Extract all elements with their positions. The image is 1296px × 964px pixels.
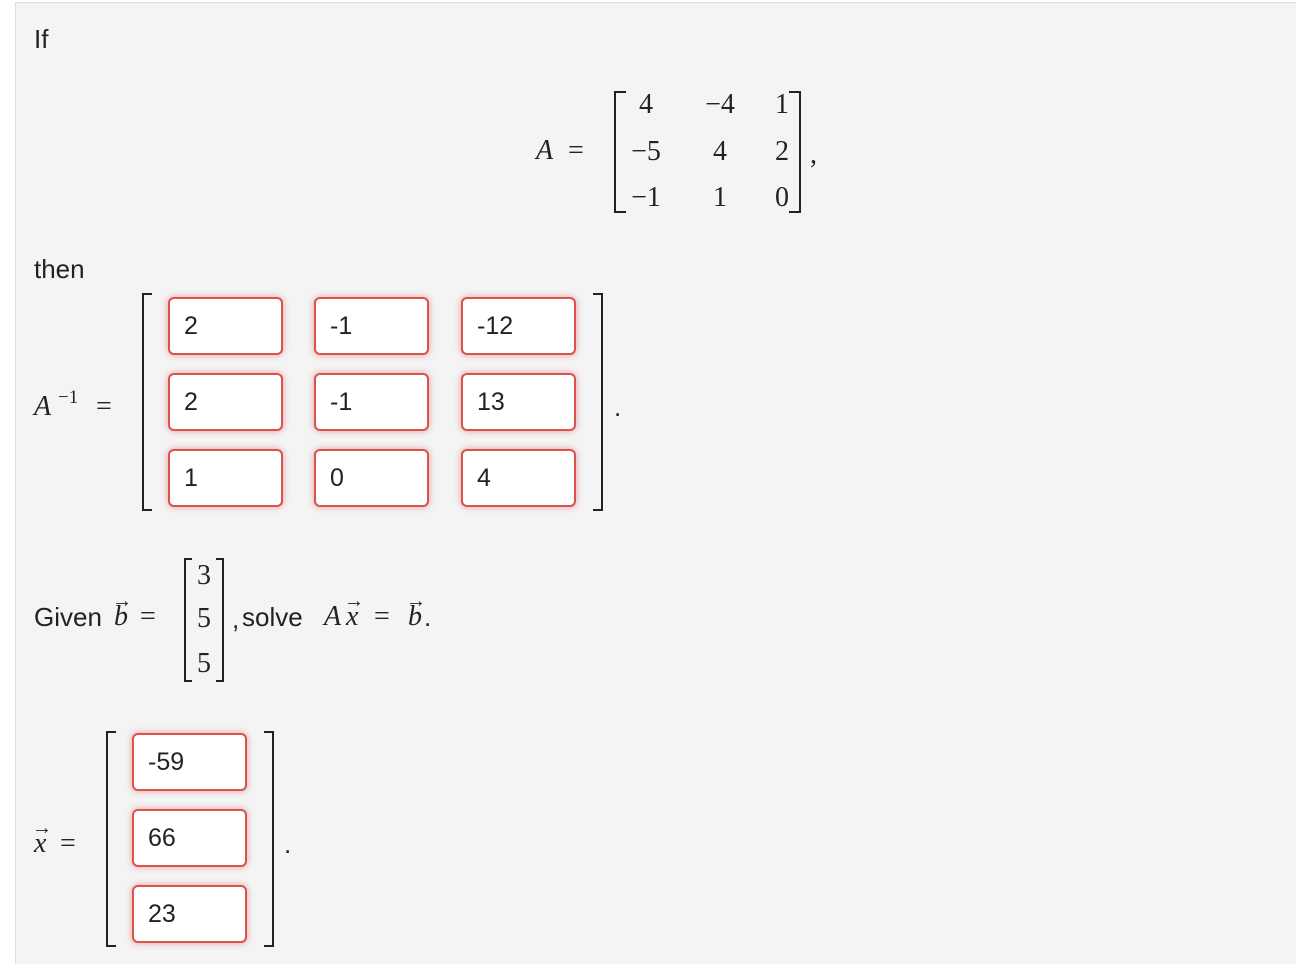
inverse-input-r2c2[interactable]: [314, 373, 429, 431]
equation-b: b: [406, 586, 426, 632]
x-vector-symbol-solution: x: [32, 813, 53, 859]
inverse-input-r1c2[interactable]: [314, 297, 429, 355]
solution-input-1[interactable]: [132, 733, 247, 791]
matrix-a-cell: −5: [631, 136, 661, 167]
b-vector-cell: 3: [197, 560, 211, 591]
b-vector-symbol-eq: b: [406, 586, 426, 632]
solution-input-3[interactable]: [132, 885, 247, 943]
solution-period: .: [284, 829, 292, 859]
equation-period: .: [424, 602, 432, 632]
given-comma: ,: [232, 604, 240, 634]
inverse-period: .: [614, 392, 622, 422]
equation-a: A: [324, 601, 342, 632]
inverse-lhs: A: [34, 391, 52, 422]
given-prefix: Given: [34, 602, 102, 632]
matrix-a-cell: 2: [775, 136, 789, 167]
matrix-a-right-bracket: [789, 91, 801, 213]
inverse-input-r3c3[interactable]: [461, 449, 576, 507]
matrix-a-left-bracket: [614, 91, 626, 213]
inverse-left-bracket: [142, 293, 152, 511]
inverse-input-r2c1[interactable]: [168, 373, 283, 431]
inverse-input-r2c3[interactable]: [461, 373, 576, 431]
b-left-bracket: [184, 558, 192, 682]
matrix-a-comma: ,: [810, 139, 817, 170]
matrix-a-cell: 0: [775, 182, 789, 213]
solution-right-bracket: [264, 731, 274, 947]
inverse-input-r1c1[interactable]: [168, 297, 283, 355]
matrix-a-cell: 1: [775, 89, 789, 120]
solution-input-2[interactable]: [132, 809, 247, 867]
b-vector-symbol: b: [112, 586, 132, 632]
solution-left-bracket: [106, 731, 116, 947]
given-equals: =: [140, 601, 156, 632]
b-vector-cell: 5: [197, 648, 211, 679]
b-right-bracket: [216, 558, 224, 682]
inverse-right-bracket: [593, 293, 603, 511]
matrix-a-lhs: A: [536, 135, 554, 166]
equation-x: x: [344, 586, 365, 632]
inverse-input-r1c3[interactable]: [461, 297, 576, 355]
matrix-a-cell: 4: [639, 89, 653, 120]
equation-equals: =: [374, 601, 390, 632]
solution-lhs: x: [32, 813, 53, 859]
given-b-symbol: b: [112, 586, 132, 632]
matrix-a-cell: −1: [631, 182, 661, 213]
matrix-a-cell: 1: [713, 182, 727, 213]
matrix-a-cell: −4: [705, 89, 735, 120]
then-label: then: [34, 254, 85, 284]
matrix-a-equals: =: [568, 135, 584, 166]
inverse-superscript: −1: [58, 387, 79, 408]
inverse-equals: =: [96, 391, 112, 422]
matrix-a-cell: 4: [713, 136, 727, 167]
intro-label: If: [34, 24, 49, 54]
x-vector-symbol: x: [344, 586, 365, 632]
solution-equals: =: [60, 828, 76, 859]
b-vector-cell: 5: [197, 603, 211, 634]
inverse-input-r3c1[interactable]: [168, 449, 283, 507]
inverse-input-r3c2[interactable]: [314, 449, 429, 507]
given-solve-text: solve: [242, 602, 303, 632]
